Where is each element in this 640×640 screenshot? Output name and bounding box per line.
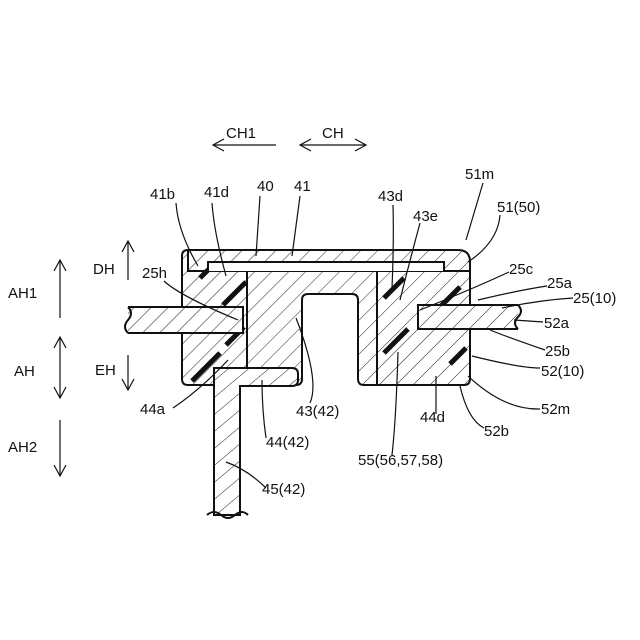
label-43d: 43d	[378, 188, 403, 205]
arrow-ah1	[54, 260, 66, 318]
left-plate	[128, 307, 243, 333]
label-43e: 43e	[413, 208, 438, 225]
label-51m: 51m	[465, 166, 494, 183]
right-plate	[418, 305, 518, 329]
label-41b: 41b	[150, 186, 175, 203]
label-45-42: 45(42)	[262, 481, 305, 498]
label-41: 41	[294, 178, 311, 195]
arrow-eh	[122, 355, 134, 390]
label-25b: 25b	[545, 343, 570, 360]
label-25h: 25h	[142, 265, 167, 282]
arrow-ah2	[54, 420, 66, 476]
label-55: 55(56,57,58)	[358, 452, 443, 469]
label-52m: 52m	[541, 401, 570, 418]
label-44-42: 44(42)	[266, 434, 309, 451]
label-51-50: 51(50)	[497, 199, 540, 216]
label-ch1: CH1	[226, 125, 256, 142]
label-ah: AH	[14, 363, 35, 380]
label-52a: 52a	[544, 315, 570, 332]
label-43-42: 43(42)	[296, 403, 339, 420]
label-ah1: AH1	[8, 285, 37, 302]
label-eh: EH	[95, 362, 116, 379]
label-52-10: 52(10)	[541, 363, 584, 380]
arrow-dh	[122, 241, 134, 280]
label-52b: 52b	[484, 423, 509, 440]
label-44a: 44a	[140, 401, 166, 418]
label-ch: CH	[322, 125, 344, 142]
label-ah2: AH2	[8, 439, 37, 456]
label-25-10: 25(10)	[573, 290, 616, 307]
label-dh: DH	[93, 261, 115, 278]
label-25a: 25a	[547, 275, 573, 292]
arrow-ah	[54, 337, 66, 398]
label-44d: 44d	[420, 409, 445, 426]
label-25c: 25c	[509, 261, 534, 278]
label-41d: 41d	[204, 184, 229, 201]
label-40: 40	[257, 178, 274, 195]
